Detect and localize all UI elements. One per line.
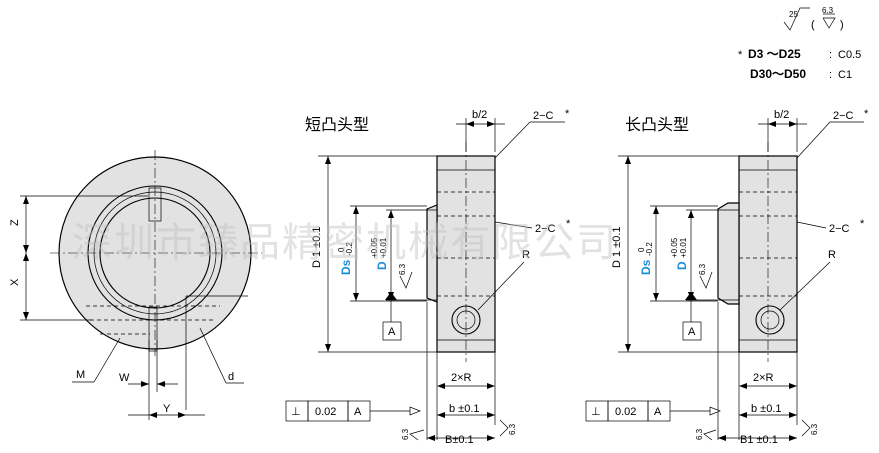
chamfer-note-sep: : — [829, 49, 832, 61]
chamfer-note-range: D3 ～D25 — [748, 47, 801, 61]
chamfer-label: 2−C — [533, 110, 554, 122]
view-title: 长凸头型 — [625, 116, 689, 134]
chamfer-star: * — [864, 108, 869, 120]
b-total-label: B1 ±0.1 — [740, 434, 778, 446]
chamfer2-star: * — [860, 218, 865, 230]
view-title: 短凸头型 — [305, 116, 369, 134]
b-label: b ±0.1 — [449, 403, 480, 415]
x-label: X — [9, 278, 21, 286]
datum-box — [682, 321, 702, 341]
bore-roughness: 6.3 — [698, 263, 707, 275]
surface-finish-block: 25 ( 6.3 ) — [783, 6, 844, 31]
ds-tol-upper: 0 — [637, 247, 646, 252]
perpendicularity-frame: ⊥ 0.02 A — [585, 400, 721, 422]
ds-tol-upper: 0 — [337, 247, 346, 252]
chamfer-note-value: C1 — [838, 69, 852, 81]
paren-close: ) — [840, 19, 844, 31]
roughness-main-symbol: 25 — [783, 7, 810, 31]
chamfer-note-range: D30～D50 — [750, 67, 806, 81]
side-view-long-boss: 长凸头型 b/2 2−C * 2−C * R D 1 — [585, 108, 869, 446]
chamfer-label: 2−C — [833, 110, 854, 122]
chamfer2-label: 2−C — [535, 223, 556, 235]
half-b-label: b/2 — [774, 109, 789, 121]
roughness-other-symbol: 6.3 — [822, 6, 836, 29]
chamfer-note-prefix: * — [738, 49, 743, 61]
chamfer-notes: * D3 ～D25 : C0.5 D30～D50 : C1 — [738, 47, 861, 81]
datum-label: A — [388, 326, 396, 338]
d1-label: D 1 ±0.1 — [611, 226, 623, 268]
face-roughness: 6.3 — [695, 428, 704, 440]
d-tol-upper: +0.05 — [670, 237, 679, 258]
tolerance-value: 0.02 — [315, 406, 336, 418]
datum-label: A — [688, 326, 696, 338]
tolerance-value: 0.02 — [615, 406, 636, 418]
ds-tol-lower: -0.2 — [345, 242, 354, 256]
d-label: D — [375, 261, 389, 270]
w-label: W — [119, 372, 130, 384]
side-view-short-boss: 短凸头型 b/2 2−C * 2−C * R — [285, 108, 571, 446]
d-tol-upper: +0.05 — [370, 237, 379, 258]
chamfer-note-value: C0.5 — [838, 49, 861, 61]
ds-label: Ds — [339, 259, 353, 275]
face-roughness: 6.3 — [401, 428, 410, 440]
tolerance-datum: A — [654, 406, 662, 418]
datum-box — [382, 321, 402, 341]
ds-tol-lower: -0.2 — [645, 242, 654, 256]
chamfer2-label: 2−C — [829, 223, 850, 235]
perpendicular-symbol: ⊥ — [591, 406, 601, 418]
r-label: R — [828, 249, 836, 261]
half-b-label: b/2 — [472, 109, 487, 121]
screw-hole-inner — [760, 310, 780, 330]
d-tol-lower: +0.01 — [679, 237, 688, 258]
perpendicular-symbol: ⊥ — [291, 406, 301, 418]
collar-boss — [426, 204, 438, 303]
watermark: 深圳市臻品精密机械有限公司 — [72, 220, 618, 266]
bore-roughness: 6.3 — [398, 263, 407, 275]
screw-hole — [451, 305, 481, 335]
d1-label: D 1 ±0.1 — [311, 226, 323, 268]
m-leader — [93, 337, 121, 383]
z-label: Z — [9, 219, 21, 226]
y-label: Y — [163, 403, 171, 415]
b-total-label: B±0.1 — [445, 434, 474, 446]
d-label: d — [228, 371, 234, 383]
holes-label: 2×R — [451, 372, 472, 384]
d-label: D — [675, 261, 689, 270]
roughness-other-value: 6.3 — [822, 6, 834, 15]
chamfer2-star: * — [566, 218, 571, 230]
roughness-main-value: 25 — [789, 10, 798, 19]
collar-boss — [717, 202, 740, 305]
screw-hole-inner — [456, 310, 476, 330]
holes-label: 2×R — [753, 372, 774, 384]
r-label: R — [522, 249, 530, 261]
m-label: M — [76, 369, 85, 381]
tolerance-datum: A — [354, 406, 362, 418]
front-view: Z X W Y M d — [9, 150, 262, 420]
d-tol-lower: +0.01 — [379, 237, 388, 258]
face-roughness: 6.3 — [810, 423, 819, 435]
paren-open: ( — [811, 19, 815, 31]
chamfer-note-sep: : — [829, 69, 832, 81]
chamfer-star: * — [565, 108, 570, 120]
screw-hole — [755, 305, 785, 335]
b-label: b ±0.1 — [751, 403, 782, 415]
face-roughness: 6.3 — [508, 423, 517, 435]
perpendicularity-frame: ⊥ 0.02 A — [285, 400, 421, 422]
d-leader — [199, 327, 227, 384]
collar-split — [148, 306, 158, 352]
ds-label: Ds — [639, 259, 653, 275]
